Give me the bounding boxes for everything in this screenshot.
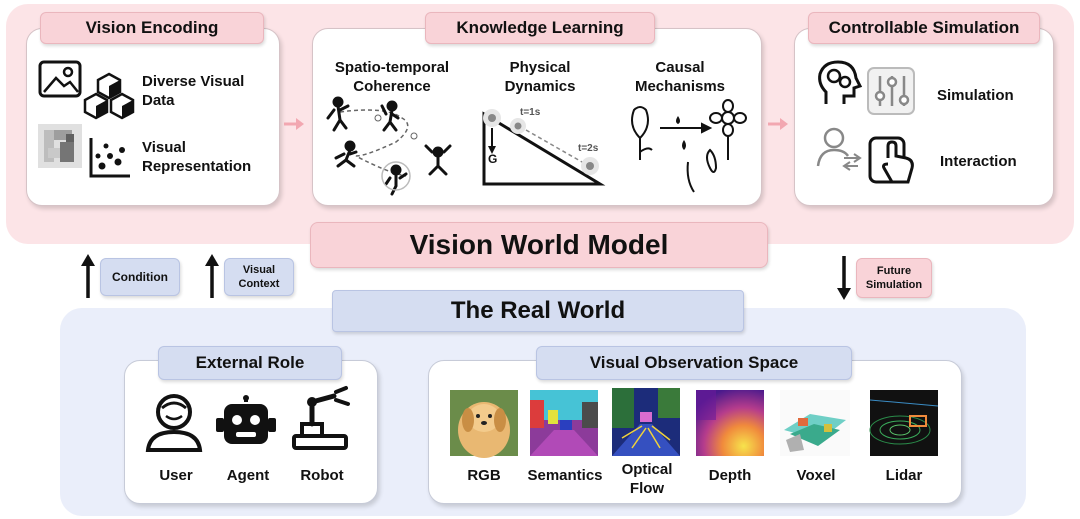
vision-encoding-title: Vision Encoding bbox=[40, 12, 264, 44]
visual-context-label: Visual Context bbox=[224, 258, 294, 296]
cubes-icon bbox=[83, 72, 135, 120]
voxel-label: Voxel bbox=[796, 467, 836, 484]
spatio-temporal-label: Spatio-temporal Coherence bbox=[334, 59, 450, 95]
future-simulation-label: Future Simulation bbox=[856, 258, 932, 298]
lidar-label: Lidar bbox=[885, 467, 923, 484]
knowledge-learning-panel bbox=[312, 28, 762, 206]
image-icon bbox=[38, 60, 82, 98]
optical-flow-image bbox=[612, 388, 680, 456]
inclined-plane-icon bbox=[482, 109, 606, 186]
rgb-label: RGB bbox=[467, 467, 501, 484]
context-arrow-up-icon bbox=[205, 254, 219, 298]
t2-annotation: t=2s bbox=[578, 143, 599, 154]
pixel-grid-icon bbox=[38, 124, 82, 168]
semantics-image bbox=[530, 390, 598, 456]
optical-flow-label: Optical Flow bbox=[621, 461, 673, 497]
robot-label: Robot bbox=[300, 467, 344, 484]
scatter-icon bbox=[89, 138, 130, 178]
diverse-visual-data-label: Diverse Visual Data bbox=[142, 73, 245, 109]
agent-robot-head-icon bbox=[216, 395, 276, 444]
causal-mechanisms-label: Causal Mechanisms bbox=[634, 59, 726, 95]
t1-annotation: t=1s bbox=[520, 107, 541, 118]
gravity-annotation: G bbox=[488, 152, 498, 166]
depth-label: Depth bbox=[708, 467, 752, 484]
user-label: User bbox=[159, 467, 193, 484]
agent-label: Agent bbox=[226, 467, 270, 484]
flower-causal-icon bbox=[631, 99, 747, 193]
touch-interaction-icon bbox=[868, 136, 914, 184]
robot-arm-icon bbox=[292, 386, 350, 450]
interaction-label: Interaction bbox=[940, 153, 1017, 170]
person-exchange-icon bbox=[816, 127, 862, 171]
motion-figures-icon bbox=[326, 96, 452, 196]
condition-label: Condition bbox=[100, 258, 180, 296]
external-role-title: External Role bbox=[158, 346, 342, 380]
real-world-title: The Real World bbox=[332, 290, 744, 332]
lidar-image bbox=[869, 390, 939, 456]
knowledge-learning-title: Knowledge Learning bbox=[425, 12, 655, 44]
condition-arrow-up-icon bbox=[81, 254, 95, 298]
user-icon bbox=[145, 394, 203, 452]
depth-image bbox=[696, 390, 764, 456]
future-arrow-down-icon bbox=[837, 256, 851, 300]
sliders-icon bbox=[867, 67, 915, 115]
semantics-label: Semantics bbox=[527, 467, 603, 484]
simulation-label: Simulation bbox=[937, 87, 1014, 104]
visual-representation-label: Visual Representation bbox=[142, 139, 252, 175]
rgb-puppy-image bbox=[450, 390, 518, 458]
arrow-right-icon bbox=[284, 118, 304, 130]
vision-encoding-panel bbox=[26, 28, 280, 206]
controllable-simulation-title: Controllable Simulation bbox=[808, 12, 1040, 44]
controllable-simulation-panel bbox=[794, 28, 1054, 206]
voxel-image bbox=[780, 390, 850, 456]
visual-observation-title: Visual Observation Space bbox=[536, 346, 852, 380]
brain-gears-icon bbox=[818, 60, 863, 104]
arrow-right-icon bbox=[768, 118, 788, 130]
physical-dynamics-label: Physical Dynamics bbox=[504, 59, 576, 95]
vision-world-model-title: Vision World Model bbox=[310, 222, 768, 268]
